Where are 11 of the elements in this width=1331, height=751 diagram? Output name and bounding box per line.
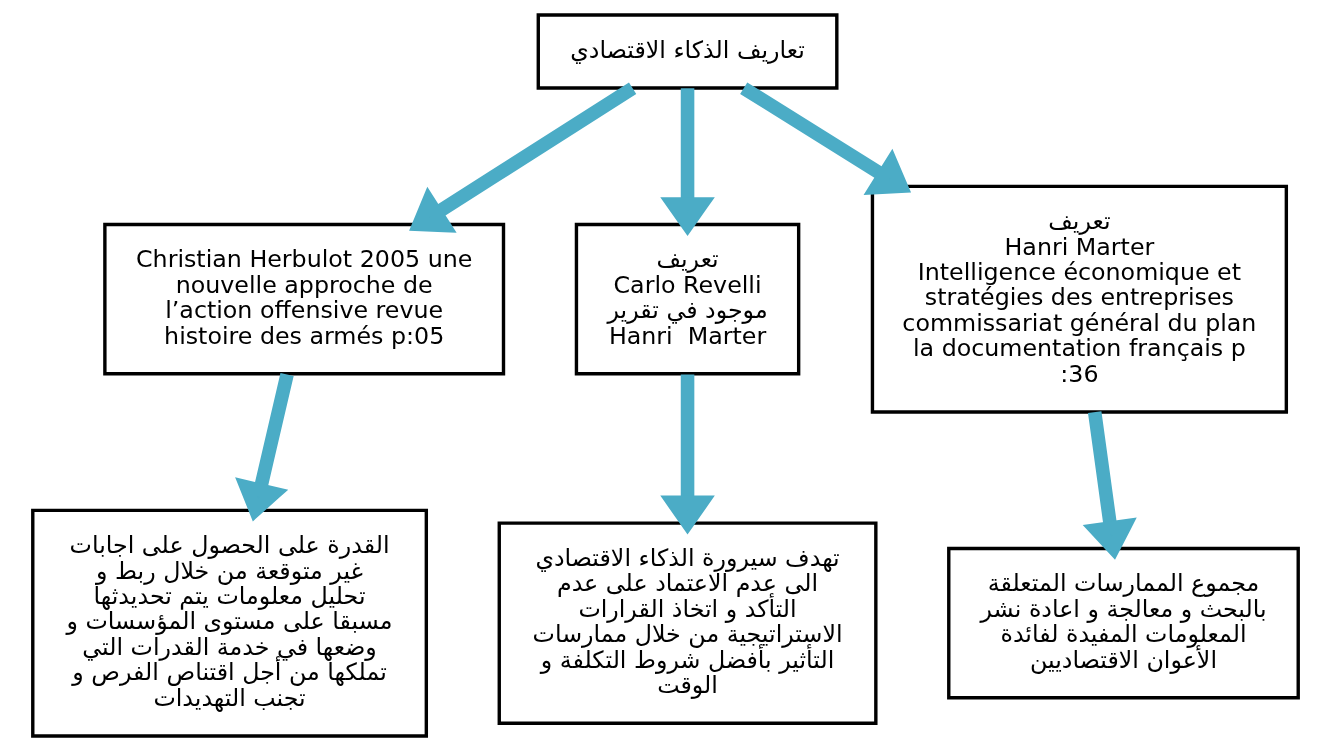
arrow — [1082, 411, 1137, 560]
node-box: القدرة على الحصول على اجابات غير متوقعة من خلال ربط و تحليل معلومات يتم تحديدثها مسبقا على مستوى المؤسسات و وضعها في خدمة القدرات التي تملكها من أجل اقتناص الفرص و تجنب التهديدات — [31, 508, 428, 738]
arrow — [660, 374, 715, 535]
arrow — [660, 88, 715, 237]
node-box: Christian Herbulot 2005 une nouvelle approche de l’action offensive revue histoire des armés p:05 — [103, 222, 506, 376]
arrow — [235, 372, 294, 522]
arrow — [740, 82, 912, 196]
node-box: مجموع الممارسات المتعلقة بالبحث و معالجة و اعادة نشر المعلومات المفيدة لفائدة الأعوان الاقتصاديين — [947, 546, 1300, 700]
arrow — [409, 82, 637, 233]
node-box: تهدف سيرورة الذكاء الاقتصادي الى عدم الاعتماد على عدم التأكد و اتخاذ القرارات الاستراتيجية من خلال ممارسات التأثير بأفضل شروط التكلفة و الوقت — [497, 521, 878, 725]
node-box: تعاريف الذكاء الاقتصادي — [536, 13, 839, 90]
